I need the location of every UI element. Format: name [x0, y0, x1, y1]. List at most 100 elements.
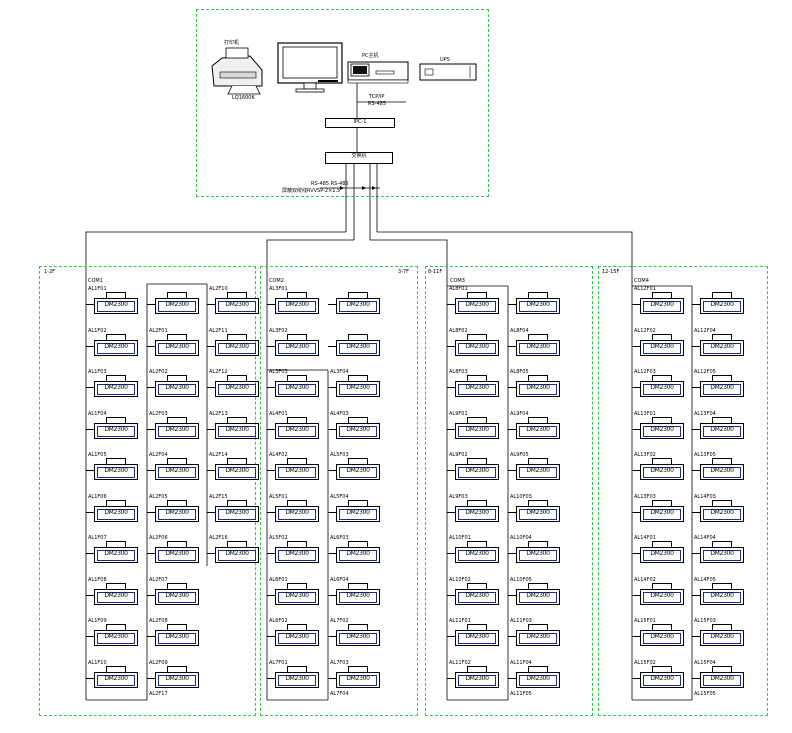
- meter-screen: [703, 425, 741, 437]
- meter-label: AL2F11: [209, 327, 228, 334]
- meter-terminal: [167, 541, 187, 548]
- meter-label: AL5F04: [330, 493, 349, 500]
- bus-tap: [508, 304, 516, 305]
- meter-model: DM2300: [526, 425, 550, 433]
- meter-label: AL1F03: [88, 369, 107, 375]
- meter-terminal: [528, 333, 548, 341]
- meter-terminal: [712, 333, 732, 341]
- meter-model: DM2300: [285, 342, 309, 350]
- bus-tap: [86, 304, 94, 305]
- meter-screen: [158, 633, 196, 644]
- meter-label: AL3F04: [330, 369, 349, 375]
- power-meter: DM2300: [516, 375, 560, 397]
- power-meter: DM2300: [455, 665, 499, 688]
- meter-terminal: [227, 333, 247, 341]
- meter-model: DM2300: [650, 425, 674, 433]
- meter-screen: [339, 508, 377, 520]
- bus-tap: [508, 636, 516, 637]
- meter-label: AL10F04: [510, 535, 532, 541]
- meter-model: DM2300: [710, 674, 734, 682]
- meter-model: DM2300: [165, 591, 189, 599]
- bus-tap: [508, 428, 516, 430]
- bus-tap: [632, 470, 640, 471]
- meter-terminal: [652, 416, 672, 424]
- meter-terminal: [652, 458, 672, 465]
- power-meter: DM2300: [336, 375, 380, 397]
- meter-screen: [339, 467, 377, 478]
- monitor-icon: [277, 42, 343, 93]
- meter-label: AL2F06: [149, 535, 168, 541]
- meter-screen: [458, 591, 496, 603]
- meter-label: AL11F01: [449, 618, 471, 624]
- meter-model: DM2300: [465, 633, 489, 640]
- meter-screen: [458, 467, 496, 478]
- bus-tap: [328, 677, 336, 679]
- meter-terminal: [712, 292, 732, 299]
- meter-terminal: [467, 458, 487, 465]
- meter-model: DM2300: [285, 508, 309, 516]
- meter-screen: [339, 301, 377, 312]
- meter-terminal: [106, 375, 126, 382]
- meter-label: AL9F01: [449, 410, 468, 417]
- meter-model: DM2300: [465, 508, 489, 516]
- meter-model: DM2300: [650, 301, 674, 308]
- power-meter: DM2300: [215, 499, 259, 522]
- printer-model-label: LQ1600K: [232, 95, 255, 101]
- bus-tap: [508, 677, 516, 679]
- meter-model: DM2300: [710, 633, 734, 640]
- meter-screen: [218, 425, 256, 437]
- meter-screen: [278, 301, 316, 312]
- com-port-label: COM3: [450, 278, 465, 284]
- power-meter: DM2300: [516, 624, 560, 646]
- meter-label: AL10F01: [449, 535, 471, 541]
- meter-terminal: [652, 333, 672, 341]
- floor-group-title: 3-7F: [398, 269, 410, 275]
- meter-label: AL10F03: [510, 493, 532, 500]
- bus-tap: [508, 511, 516, 513]
- meter-screen: [97, 633, 135, 644]
- meter-terminal: [467, 416, 487, 424]
- group-footer-label: AL7F04: [330, 691, 349, 697]
- bus-tap: [147, 387, 155, 388]
- floor-group-title: 12-15F: [602, 269, 620, 275]
- meter-screen: [97, 425, 135, 437]
- meter-model: DM2300: [225, 550, 249, 557]
- bus-tap: [147, 470, 155, 471]
- meter-screen: [519, 342, 557, 354]
- meter-screen: [218, 301, 256, 312]
- power-meter: DM2300: [640, 333, 684, 356]
- power-meter: DM2300: [455, 624, 499, 646]
- bus-tap: [147, 636, 155, 637]
- meter-screen: [458, 384, 496, 395]
- meter-screen: [703, 342, 741, 354]
- meter-model: DM2300: [650, 550, 674, 557]
- power-meter: DM2300: [700, 416, 744, 439]
- bus-tap: [632, 636, 640, 637]
- meter-model: DM2300: [710, 550, 734, 557]
- meter-model: DM2300: [285, 467, 309, 474]
- bus-tap: [328, 470, 336, 471]
- meter-terminal: [712, 458, 732, 465]
- ups-icon: [419, 63, 477, 81]
- ups-label: UPS: [440, 57, 450, 63]
- meter-terminal: [348, 333, 368, 341]
- meter-terminal: [652, 582, 672, 590]
- power-meter: DM2300: [336, 499, 380, 522]
- meter-terminal: [287, 665, 307, 673]
- converter-box: IPC-1: [325, 118, 395, 128]
- power-meter: DM2300: [94, 624, 138, 646]
- floor-group-title: 1-2F: [44, 269, 56, 275]
- meter-model: DM2300: [710, 384, 734, 391]
- power-meter: DM2300: [455, 458, 499, 480]
- meter-terminal: [528, 541, 548, 548]
- meter-screen: [519, 550, 557, 561]
- meter-screen: [97, 508, 135, 520]
- meter-terminal: [106, 499, 126, 507]
- meter-label: AL8F02: [449, 327, 468, 334]
- meter-label: AL2F09: [149, 659, 168, 666]
- bus-tap: [207, 304, 215, 305]
- power-meter: DM2300: [516, 292, 560, 314]
- meter-screen: [339, 342, 377, 354]
- meter-terminal: [106, 665, 126, 673]
- power-meter: DM2300: [455, 416, 499, 439]
